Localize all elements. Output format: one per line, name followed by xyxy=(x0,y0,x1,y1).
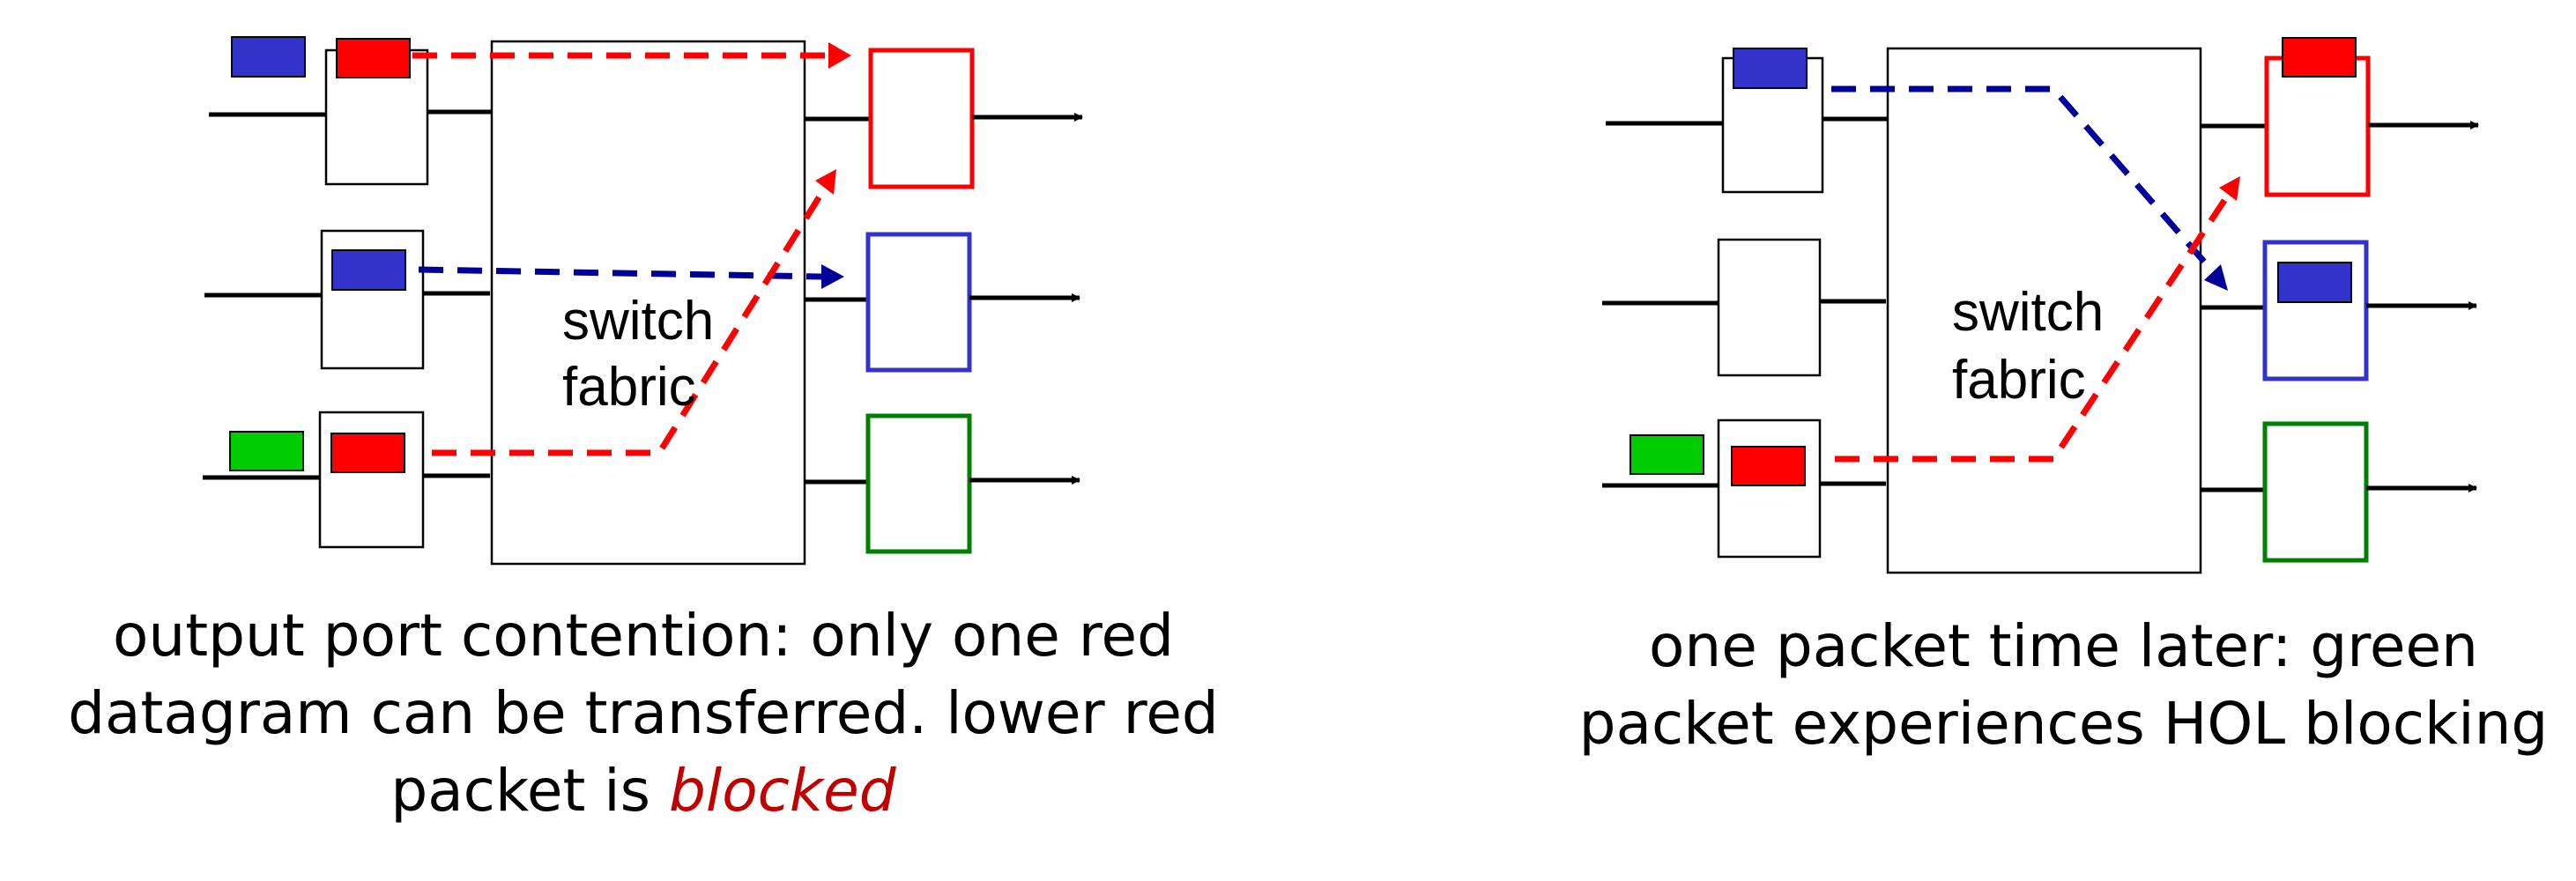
fabric-label-line2: fabric xyxy=(1952,350,2086,411)
left-caption: output port contention: only one red dat… xyxy=(0,597,1287,830)
left-panel: switch fabric xyxy=(203,36,1083,566)
output-port-green xyxy=(865,413,972,554)
input-port-bottom xyxy=(318,411,425,549)
packet-blue-middle xyxy=(331,249,406,291)
packet-red-bottom xyxy=(1731,446,1806,486)
left-caption-line1: output port contention: only one red xyxy=(113,602,1174,670)
red-transfer-path xyxy=(1835,195,2230,463)
red-transfer-arrowhead xyxy=(828,42,851,69)
packet-blue-top xyxy=(1733,48,1808,89)
packet-blue-output xyxy=(2277,262,2352,303)
blocked-emphasis: blocked xyxy=(669,757,896,825)
output-port-red xyxy=(868,48,975,189)
output-port-blue xyxy=(865,232,972,373)
right-caption: one packet time later: green packet expe… xyxy=(1551,608,2576,763)
right-panel: switch fabric xyxy=(1602,37,2479,574)
output-port-green xyxy=(2262,421,2369,563)
fabric-label-line1: switch xyxy=(1952,282,2104,343)
right-caption-line1: one packet time later: green xyxy=(1649,612,2478,680)
packet-red-top xyxy=(336,38,411,78)
red-blocked-path xyxy=(432,188,827,456)
fabric-label-line2: fabric xyxy=(562,357,696,418)
input-port-bottom xyxy=(1717,418,1822,559)
left-caption-line2: datagram can be transferred. lower red xyxy=(68,679,1219,747)
packet-blue-waiting xyxy=(231,36,306,78)
packet-green-waiting xyxy=(229,431,304,471)
blue-transfer-arrowhead xyxy=(821,264,844,289)
packet-green-waiting xyxy=(1629,434,1704,475)
fabric-label-line1: switch xyxy=(562,291,714,352)
red-transfer-arrowhead xyxy=(2219,176,2240,201)
input-port-middle xyxy=(1717,238,1822,377)
blue-transfer-path xyxy=(418,266,822,280)
left-caption-line3: packet is blocked xyxy=(0,752,1287,830)
blue-transfer-arrowhead xyxy=(2204,264,2228,291)
output-port-red xyxy=(2264,56,2371,197)
right-caption-line2: packet experiences HOL blocking xyxy=(1578,690,2549,758)
left-caption-line3-prefix: packet is xyxy=(390,757,670,825)
red-blocked-arrowhead xyxy=(815,169,836,195)
packet-red-bottom xyxy=(330,433,405,473)
packet-red-output xyxy=(2282,37,2357,78)
